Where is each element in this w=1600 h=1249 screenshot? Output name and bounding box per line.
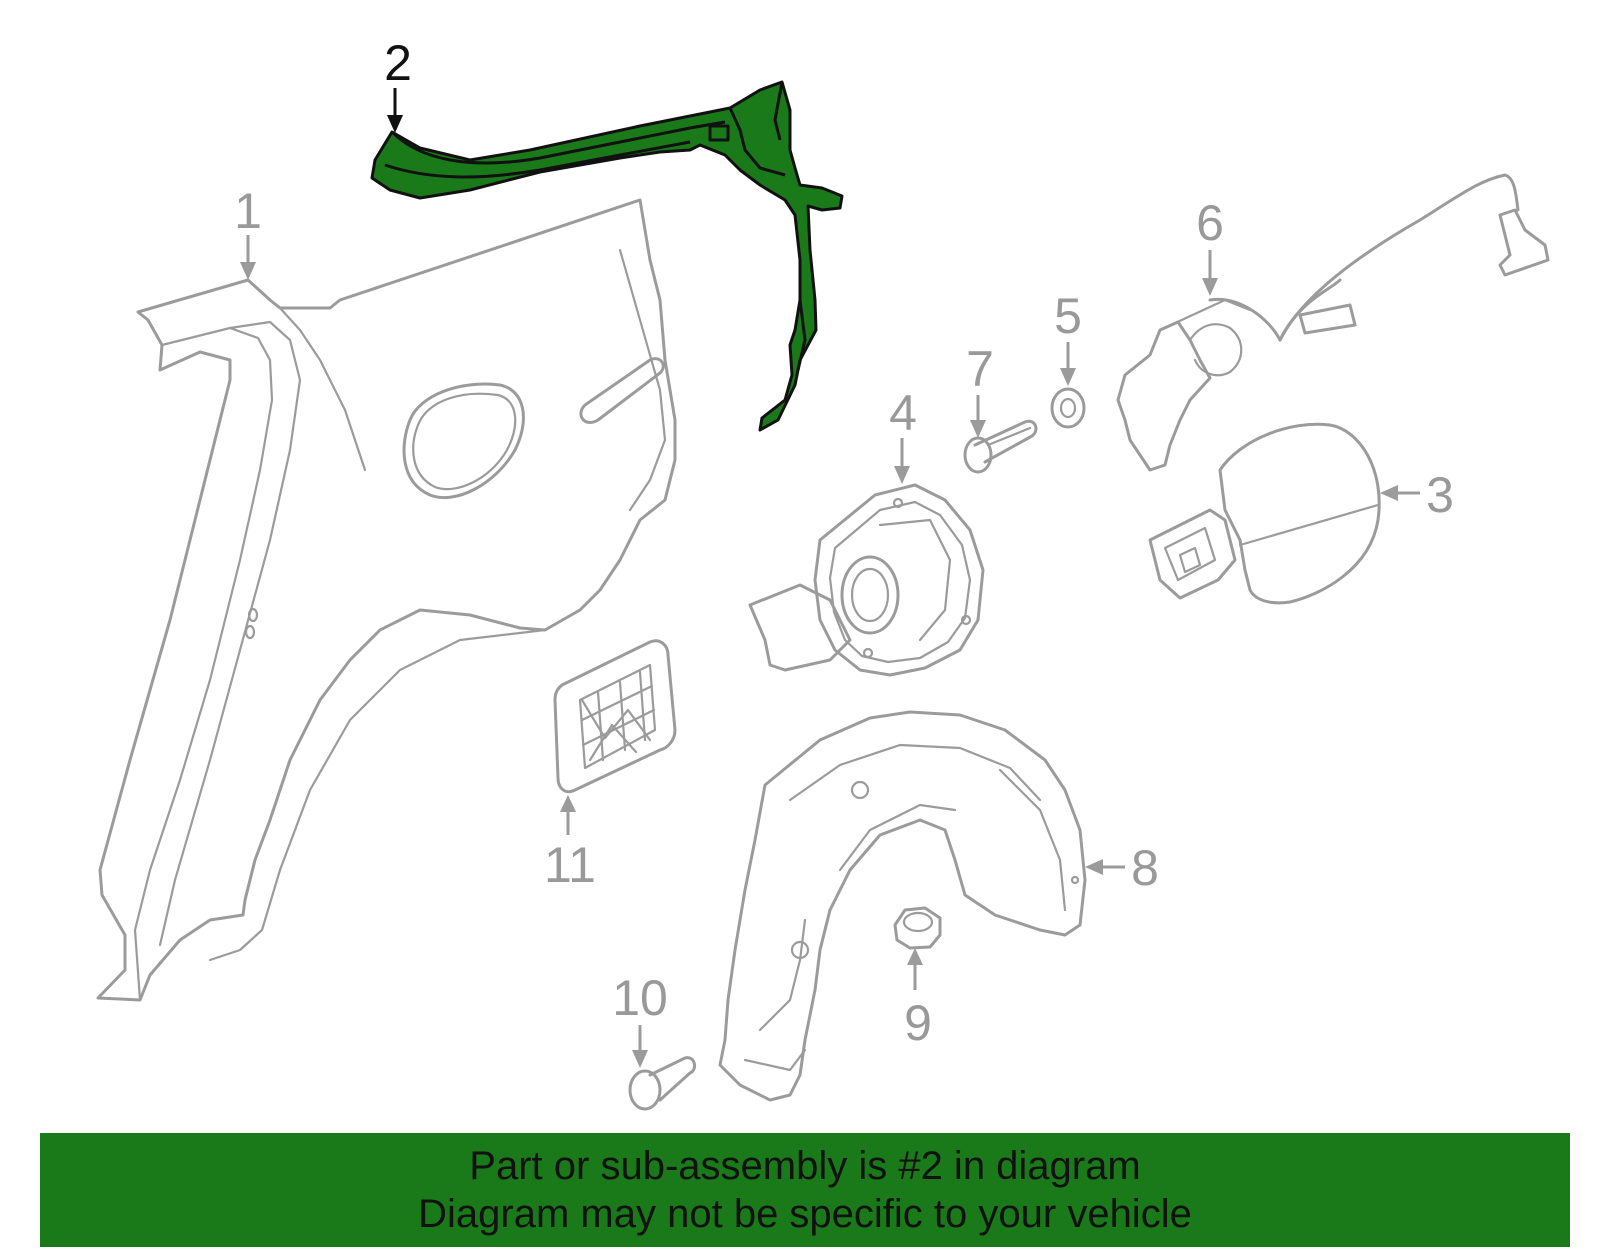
callout-leader-5 (1060, 342, 1076, 386)
part-5-washer[interactable] (1050, 387, 1086, 429)
part-10-push-pin[interactable] (628, 1056, 697, 1111)
callout-1: 1 (234, 183, 262, 239)
banner-line-2: Diagram may not be specific to your vehi… (418, 1192, 1192, 1236)
part-1-quarter-panel[interactable] (96, 198, 677, 1002)
part-4-filler-housing[interactable] (748, 483, 985, 677)
callout-leader-8 (1085, 859, 1125, 875)
callout-10: 10 (612, 970, 668, 1026)
part-6-release-cable[interactable] (1116, 173, 1550, 472)
callout-2: 2 (384, 35, 412, 91)
callout-leader-1 (240, 235, 256, 280)
callout-8: 8 (1131, 840, 1159, 896)
part-3-fuel-door[interactable] (1148, 422, 1381, 605)
callout-9: 9 (904, 995, 932, 1051)
banner-line-1: Part or sub-assembly is #2 in diagram (469, 1144, 1141, 1188)
callout-leader-11 (560, 795, 576, 835)
part-9-nut[interactable] (893, 906, 942, 950)
callout-5: 5 (1054, 288, 1082, 344)
callout-leader-2 (387, 88, 403, 133)
callout-leader-6 (1202, 250, 1218, 296)
callout-4: 4 (889, 385, 917, 441)
part-2-inner-rail-highlighted[interactable] (370, 80, 844, 432)
callout-leader-9 (907, 948, 923, 990)
callout-leader-10 (632, 1025, 648, 1068)
info-banner: Part or sub-assembly is #2 in diagram Di… (40, 1133, 1570, 1247)
callout-3: 3 (1426, 467, 1454, 523)
callout-11: 11 (544, 837, 596, 893)
callout-leader-3 (1380, 485, 1420, 501)
callout-6: 6 (1196, 195, 1224, 251)
callout-7: 7 (966, 341, 994, 397)
callout-leader-7 (970, 395, 986, 438)
part-11-vent-grille[interactable] (553, 639, 677, 794)
part-7-bolt[interactable] (963, 419, 1038, 474)
callout-leader-4 (894, 438, 910, 484)
part-8-fender-liner[interactable] (718, 710, 1087, 1102)
